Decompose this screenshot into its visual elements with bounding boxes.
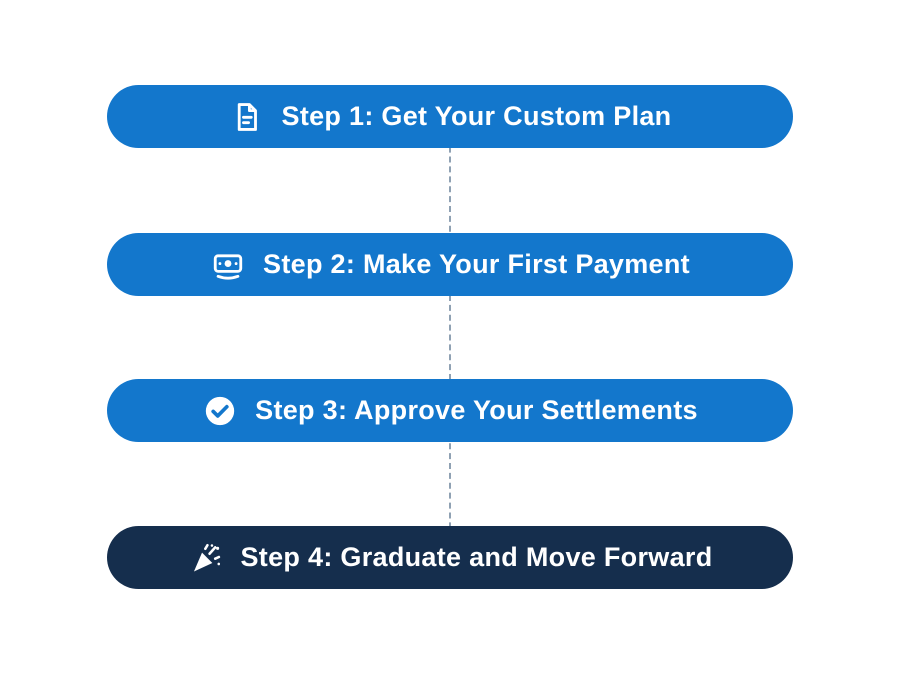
party-popper-icon [188, 540, 224, 576]
step-3-pill: Step 3: Approve Your Settlements [107, 379, 793, 442]
document-icon [229, 99, 265, 135]
step-4-pill: Step 4: Graduate and Move Forward [107, 526, 793, 589]
step-1-pill: Step 1: Get Your Custom Plan [107, 85, 793, 148]
step-label: Step 1: Get Your Custom Plan [281, 101, 672, 131]
step-label: Step 3: Approve Your Settlements [255, 395, 698, 425]
step-label: Step 2: Make Your First Payment [263, 249, 690, 279]
check-circle-icon [202, 393, 238, 429]
step-2-pill: Step 2: Make Your First Payment [107, 233, 793, 296]
connector-dashed-line [449, 117, 451, 558]
banknote-icon [210, 247, 246, 283]
step-label: Step 4: Graduate and Move Forward [240, 542, 713, 572]
